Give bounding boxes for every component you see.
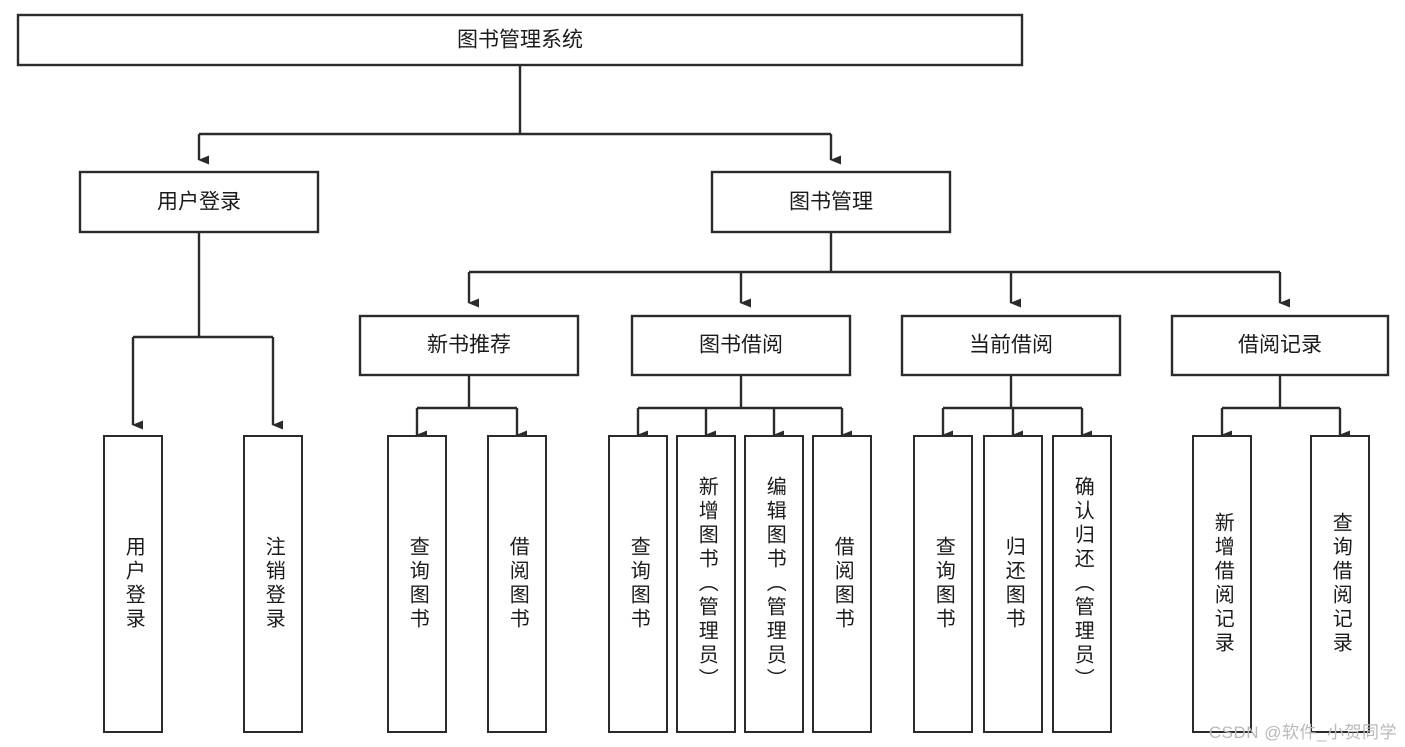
node-current-borrow[interactable]: 当前借阅 xyxy=(900,314,1122,377)
node-borrow-record-label: 借阅记录 xyxy=(1238,334,1322,357)
node-user-login-label: 用户登录 xyxy=(157,191,241,214)
node-root-rect xyxy=(16,13,1024,67)
leaf-book-borrow-query-book[interactable]: 查询图书 xyxy=(608,435,668,733)
node-book-borrow-rect xyxy=(630,314,852,377)
node-book-borrow-label: 图书借阅 xyxy=(699,334,783,357)
leaf-label: 用户登录 xyxy=(122,536,145,632)
connector-root-to-level2 xyxy=(197,65,841,165)
leaf-label: 查询借阅记录 xyxy=(1329,512,1352,656)
leaf-label: 注销登录 xyxy=(262,536,285,632)
node-new-book-recommend-label: 新书推荐 xyxy=(427,334,511,357)
node-root-label: 图书管理系统 xyxy=(457,29,583,52)
node-new-book-recommend[interactable]: 新书推荐 xyxy=(358,314,580,377)
connector-borrow-record-to-leaves xyxy=(1220,375,1350,440)
leaf-label: 新增图书（管理员） xyxy=(695,476,718,692)
node-book-borrow[interactable]: 图书借阅 xyxy=(630,314,852,377)
leaf-label: 查询图书 xyxy=(627,536,650,632)
node-book-management-label: 图书管理 xyxy=(789,191,873,214)
leaf-label: 借阅图书 xyxy=(506,536,529,632)
node-book-management[interactable]: 图书管理 xyxy=(710,170,952,234)
leaf-new-book-borrow-book[interactable]: 借阅图书 xyxy=(487,435,547,733)
leaf-new-book-query-book[interactable]: 查询图书 xyxy=(387,435,447,733)
leaf-label: 确认归还（管理员） xyxy=(1071,476,1094,692)
node-borrow-record-rect xyxy=(1170,314,1390,377)
node-user-login[interactable]: 用户登录 xyxy=(78,170,320,234)
leaf-label: 编辑图书（管理员） xyxy=(763,476,786,692)
node-current-borrow-rect xyxy=(900,314,1122,377)
leaf-label: 新增借阅记录 xyxy=(1211,512,1234,656)
connector-book-borrow-to-leaves xyxy=(636,375,852,440)
node-borrow-record[interactable]: 借阅记录 xyxy=(1170,314,1390,377)
leaf-user-login-logout[interactable]: 注销登录 xyxy=(243,435,303,733)
node-current-borrow-label: 当前借阅 xyxy=(969,334,1053,357)
leaf-user-login-login[interactable]: 用户登录 xyxy=(103,435,163,733)
connector-book-management-to-level3 xyxy=(467,232,1290,308)
connector-new-book-recommend-to-leaves xyxy=(415,375,527,440)
leaf-book-borrow-add-book[interactable]: 新增图书（管理员） xyxy=(676,435,736,733)
watermark-text: CSDN @软件_小贺同学 xyxy=(1208,723,1397,742)
leaf-current-borrow-query-book[interactable]: 查询图书 xyxy=(913,435,973,733)
leaf-book-borrow-borrow-book[interactable]: 借阅图书 xyxy=(812,435,872,733)
node-root[interactable]: 图书管理系统 xyxy=(16,13,1024,67)
node-new-book-recommend-rect xyxy=(358,314,580,377)
connector-user-login-to-leaves xyxy=(131,232,283,430)
leaf-label: 查询图书 xyxy=(932,536,955,632)
leaf-current-borrow-confirm-return[interactable]: 确认归还（管理员） xyxy=(1052,435,1112,733)
connector-current-borrow-to-leaves xyxy=(941,375,1092,440)
leaf-borrow-record-add-record[interactable]: 新增借阅记录 xyxy=(1192,435,1252,733)
leaf-label: 借阅图书 xyxy=(831,536,854,632)
node-user-login-rect xyxy=(78,170,320,234)
leaf-borrow-record-query-record[interactable]: 查询借阅记录 xyxy=(1310,435,1370,733)
leaf-current-borrow-return-book[interactable]: 归还图书 xyxy=(983,435,1043,733)
leaf-label: 归还图书 xyxy=(1002,536,1025,632)
leaf-book-borrow-edit-book[interactable]: 编辑图书（管理员） xyxy=(744,435,804,733)
leaf-label: 查询图书 xyxy=(406,536,429,632)
